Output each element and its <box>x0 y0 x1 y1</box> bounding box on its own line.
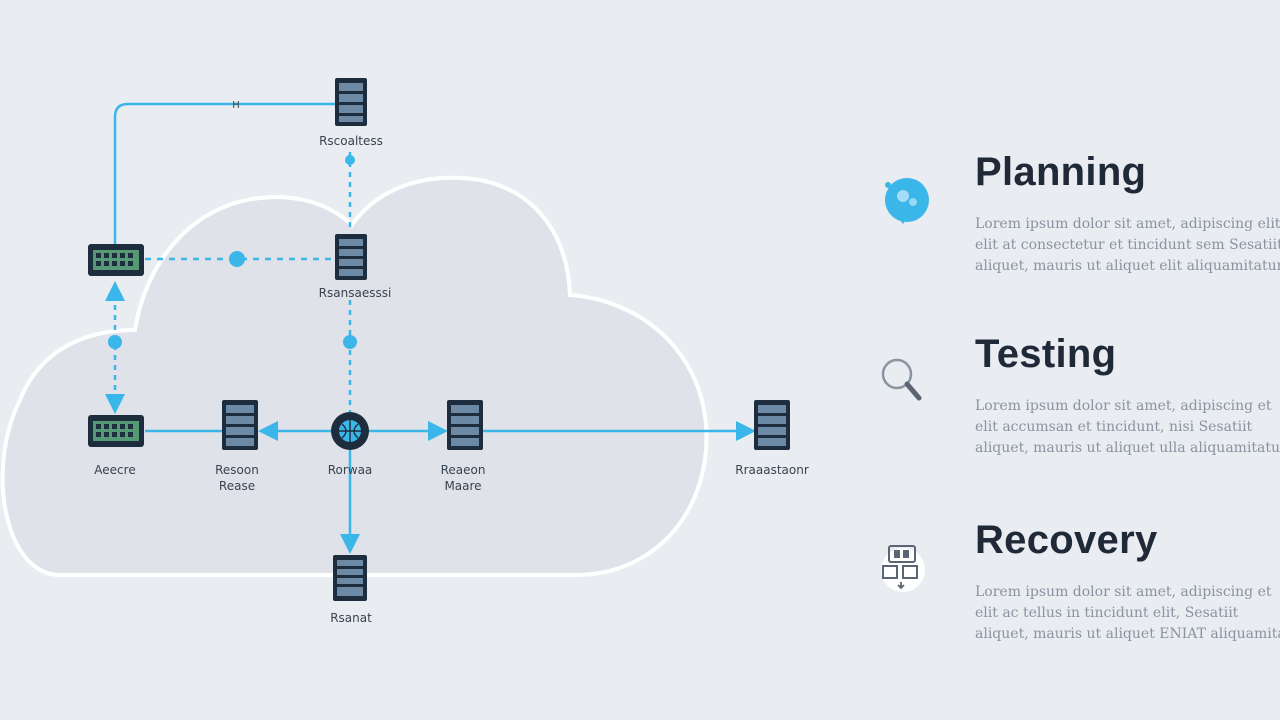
server-icon-top <box>335 78 367 126</box>
section-planning: Planning Lorem ipsum dolor sit amet, adi… <box>875 150 1280 290</box>
server-icon-bottom <box>333 555 367 601</box>
node-label-hub: Rorwaa <box>327 463 373 477</box>
node-label-centerright: Reaeon Maare <box>440 463 486 493</box>
server-icon-centerright <box>447 400 483 450</box>
lightbulb-icon <box>885 178 929 224</box>
node-label-right: Rraaastaonr <box>735 463 809 477</box>
node-label-bottom: Rsanat <box>330 611 372 625</box>
junction-dot <box>345 155 355 165</box>
server-icon-centerleft <box>222 400 258 450</box>
server-icon-right <box>754 400 790 450</box>
node-label-top: Rscoaltess <box>319 134 383 148</box>
section-title: Recovery <box>975 518 1158 562</box>
section-title: Testing <box>975 332 1117 376</box>
section-body: Lorem ipsum dolor sit amet, adipiscing e… <box>975 216 1280 274</box>
section-title: Planning <box>975 150 1147 194</box>
section-recovery: Recovery Lorem ipsum dolor sit amet, adi… <box>875 518 1280 658</box>
server-icon-mid <box>335 234 367 280</box>
node-label-mid: Rsansaesssi <box>318 286 392 300</box>
section-body: Lorem ipsum dolor sit amet, adipiscing e… <box>975 584 1280 642</box>
recovery-icon <box>881 545 925 592</box>
network-diagram: H <box>0 78 790 601</box>
edge-label-top-link: H <box>232 100 240 111</box>
section-body: Lorem ipsum dolor sit amet, adipiscing e… <box>975 398 1280 456</box>
cloud-shape <box>0 175 709 577</box>
node-label-left: Aeecre <box>94 463 136 477</box>
hub-globe-icon <box>331 412 369 450</box>
junction-dot <box>343 335 357 349</box>
junction-dot <box>229 251 245 267</box>
node-label-centerleft: Resoon Rease <box>215 463 259 493</box>
switch-icon-lower <box>88 415 144 447</box>
switch-icon-upper <box>88 244 144 276</box>
magnifier-icon <box>881 358 922 401</box>
section-testing: Testing Lorem ipsum dolor sit amet, adip… <box>875 332 1280 472</box>
junction-dot <box>108 335 122 349</box>
connector-top-link <box>113 102 335 245</box>
